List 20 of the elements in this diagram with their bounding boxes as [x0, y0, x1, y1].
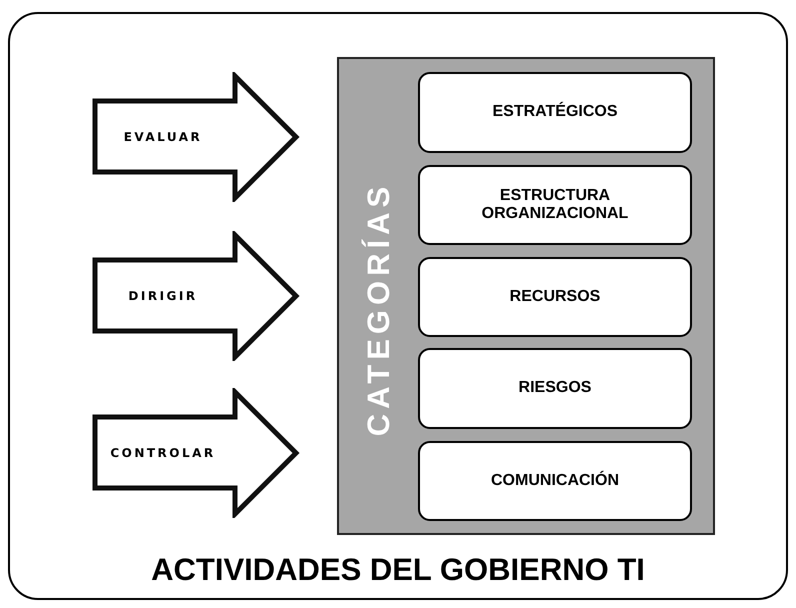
category-panel — [337, 57, 715, 535]
category-box — [418, 72, 692, 153]
frame-label: ACTIVIDADES DEL GOBIERNO TI — [150, 552, 646, 588]
category-label: RECURSOS — [508, 288, 602, 306]
vertical-heading: CATEGORÍAS — [360, 180, 397, 438]
pointer-shape — [92, 231, 300, 361]
category-box — [418, 257, 692, 337]
pointer-shape — [92, 388, 300, 518]
arrow-label: DIRIGIR — [127, 289, 199, 303]
category-label: ESTRATÉGICOS — [491, 103, 619, 122]
arrow-label: CONTROLAR — [109, 446, 217, 460]
category-box — [418, 165, 692, 245]
category-label: COMUNICACIÓN — [490, 472, 620, 490]
category-label: RIESGOS — [518, 379, 592, 398]
category-label: ESTRUCTURA ORGANIZACIONAL — [480, 186, 630, 224]
diagram-frame — [8, 12, 788, 600]
category-box — [418, 441, 692, 521]
pointer-shape — [92, 72, 300, 202]
category-box — [418, 348, 692, 429]
arrow-label: EVALUAR — [122, 130, 204, 144]
